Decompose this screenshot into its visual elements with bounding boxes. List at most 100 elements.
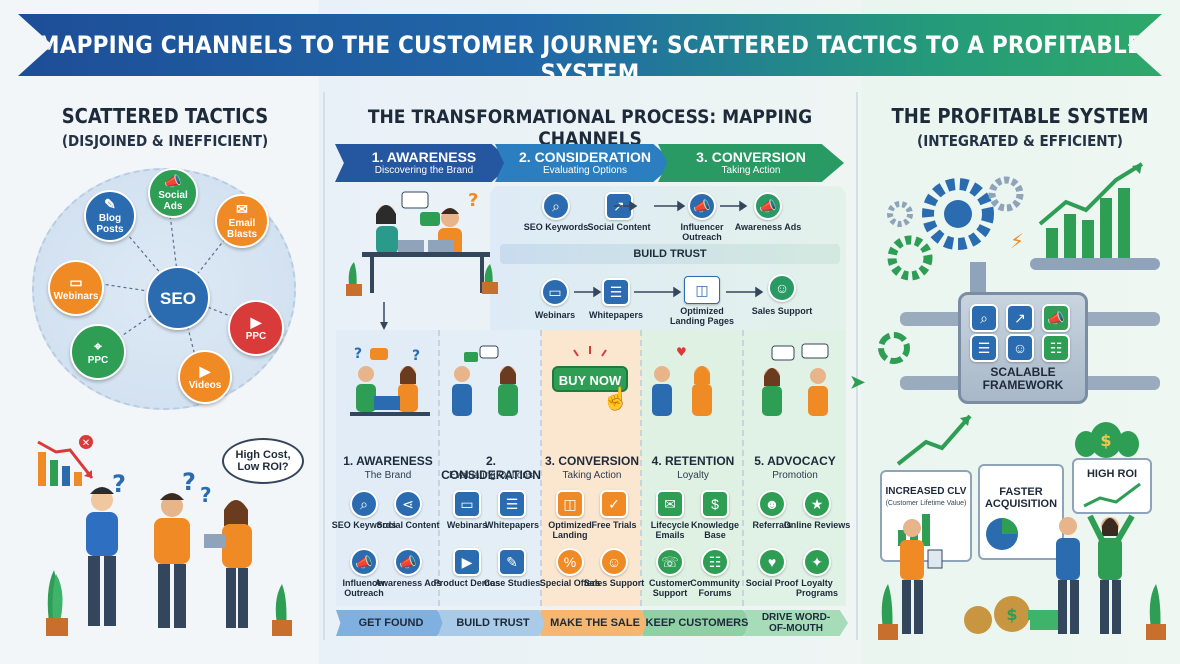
stage3-item3: Special Offers [539, 578, 601, 588]
flow1-seo-label: SEO Keywords [523, 222, 589, 232]
footer-get-found: GET FOUND [336, 610, 446, 636]
buy-now-button[interactable]: BUY NOW [552, 366, 628, 392]
search-icon: ⌕ [542, 192, 570, 220]
flow2-sales-label: Sales Support [751, 306, 813, 316]
flow2-whitepapers-label: Whitepapers [588, 310, 643, 320]
flow2-landing-label: Optimized Landing Pages [669, 306, 734, 326]
svg-text:?: ? [468, 190, 478, 211]
email-blasts-label: Email Blasts [226, 218, 257, 240]
monitor-icon: ▭ [69, 273, 83, 290]
knowledge-base-icon: $ [701, 490, 729, 518]
svg-text:?: ? [112, 470, 126, 498]
whitepaper-icon: ☰ [602, 278, 630, 306]
small-gear-icon [878, 332, 910, 364]
video-play-icon: ▶ [199, 362, 211, 379]
referrals-icon: ☻ [758, 490, 786, 518]
fw-group-icon: ☷ [1042, 334, 1070, 362]
fw-person-icon: ☺ [1006, 334, 1034, 362]
webinars-label: Webinars [53, 290, 99, 302]
team-meeting-illustration: ? [346, 190, 498, 296]
stage1-item1: SEO Keywords [331, 520, 397, 530]
top-arrow-awareness-title: 1. AWARENESS [371, 148, 477, 165]
top-arrow-conversion: 3. CONVERSION Taking Action [658, 144, 844, 182]
stage-conversion-sub: Taking Action [562, 470, 622, 481]
stage5-item4: Loyalty Programs [795, 578, 839, 598]
clv-sublabel: (Customer Lifetime Value) [885, 500, 967, 507]
top-arrow-conversion-title: 3. CONVERSION [696, 148, 806, 165]
videos-node: ▶ Videos [178, 350, 232, 404]
top-arrow-consideration-title: 2. CONSIDERATION [519, 148, 651, 165]
stage3-item1: Optimized Landing [548, 520, 592, 540]
svg-text:?: ? [200, 483, 212, 507]
success-illustration: $ $ [878, 414, 1166, 640]
down-arrow-icon [380, 302, 388, 330]
stage4-item1: Lifecycle Emails [650, 520, 690, 540]
seo-node: SEO [146, 266, 210, 330]
svg-text:?: ? [182, 470, 196, 496]
whitepaper-doc-icon: ☰ [498, 490, 526, 518]
sales-support-icon: ☺ [768, 274, 796, 302]
star-icon: ★ [803, 490, 831, 518]
footer-build-trust: BUILD TRUST [438, 610, 548, 636]
ads-megaphone-icon: 📣 [754, 192, 782, 220]
stage3-item4: Sales Support [583, 578, 645, 588]
ppc-right-label: PPC [245, 330, 267, 342]
flow1-arrows [614, 200, 748, 212]
social-ads-node: 📣 Social Ads [148, 168, 198, 218]
flow1-ads-label: Awareness Ads [734, 222, 802, 232]
stage-advocacy-sub: Promotion [772, 470, 818, 481]
ppc-right-node: ▶ PPC [228, 300, 284, 356]
stage-conversion-title: 3. CONVERSION [544, 454, 640, 468]
flow2-webinars-label: Webinars [534, 310, 576, 320]
top-arrow-consideration-sub: Evaluating Options [543, 164, 627, 176]
headset-icon: ☏ [656, 548, 684, 576]
blog-posts-label: Blog Posts [96, 213, 124, 235]
stage-advocacy-title: 5. ADVOCACY [754, 454, 836, 468]
left-heading: SCATTERED TACTICS (DISJOINED & INEFFICIE… [20, 104, 310, 150]
stage-awareness-sub: The Brand [364, 470, 412, 481]
high-cost-text: High Cost, Low ROI? [235, 449, 291, 473]
clv-label: INCREASED CLV [885, 486, 967, 497]
right-title: THE PROFITABLE SYSTEM [891, 104, 1149, 128]
top-arrow-awareness-sub: Discovering the Brand [374, 164, 474, 176]
footer-word-of-mouth: DRIVE WORD-OF-MOUTH [744, 610, 848, 636]
landing-icon: ◫ [556, 490, 584, 518]
community-icon: ☷ [701, 548, 729, 576]
offer-tag-icon: % [556, 548, 584, 576]
webinars-node: ▭ Webinars [48, 260, 104, 316]
right-heading: THE PROFITABLE SYSTEM (INTEGRATED & EFFI… [870, 104, 1170, 150]
svg-text:?: ? [412, 348, 420, 364]
fw-megaphone-icon: 📣 [1042, 304, 1070, 332]
stage2-item3: Product Demos [433, 578, 501, 588]
stage-consideration-sub: Evaluating Options [449, 470, 533, 481]
sales-person-icon: ☺ [600, 548, 628, 576]
stage-consideration-title: 2. CONSIDERATION [441, 454, 541, 482]
page-title: MAPPING CHANNELS TO THE CUSTOMER JOURNEY… [38, 31, 1142, 87]
stage5-item2: Online Reviews [783, 520, 851, 530]
stage5-item3: Social Proof [745, 578, 799, 588]
stage4-item4: Community Forums [690, 578, 740, 598]
share-icon: ⋖ [394, 490, 422, 518]
flow2-arrows [574, 286, 764, 298]
seo-label: SEO [160, 288, 196, 308]
stage2-item1: Webinars [446, 520, 488, 530]
stage-illustrations: ? ? ♥ [350, 343, 829, 416]
svg-text:⚡: ⚡ [1010, 229, 1024, 253]
divider-left [323, 92, 325, 640]
ads-icon: 📣 [394, 548, 422, 576]
confused-people-illustration: ? ? ? [46, 470, 292, 636]
stage1-item2: Social Content [376, 520, 440, 530]
middle-title: THE TRANSFORMATIONAL PROCESS: MAPPING CH… [367, 106, 813, 150]
megaphone-icon: 📣 [164, 173, 182, 189]
top-arrow-awareness: 1. AWARENESS Discovering the Brand [335, 144, 513, 182]
stage5-item1: Referrals [752, 520, 792, 530]
webinar-monitor-icon: ▭ [453, 490, 481, 518]
footer-make-sale: MAKE THE SALE [540, 610, 650, 636]
stage-retention-title: 4. RETENTION [651, 454, 735, 468]
free-trial-icon: ✓ [600, 490, 628, 518]
cursor-icon: ⌖ [94, 337, 102, 354]
svg-text:♥: ♥ [676, 345, 687, 359]
email-icon: ✉ [656, 490, 684, 518]
gears-growth-illustration: ⚡ [887, 162, 1160, 298]
high-roi-label: HIGH ROI [1086, 468, 1138, 480]
